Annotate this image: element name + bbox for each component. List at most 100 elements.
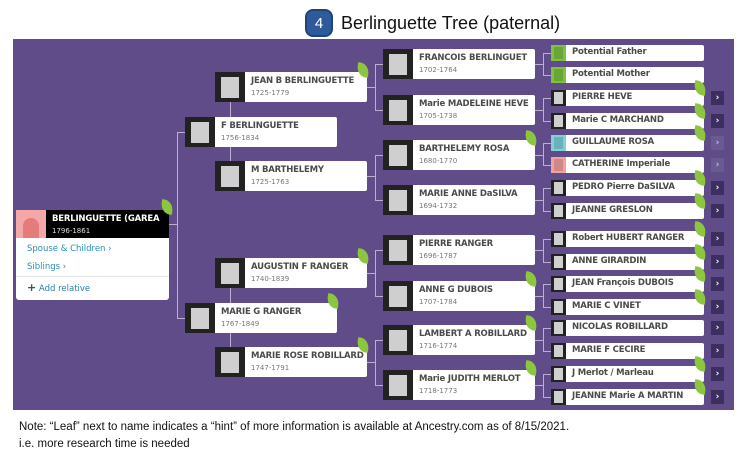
person-card[interactable]: MARIE C VINET — [551, 299, 704, 315]
connector-line — [177, 132, 185, 133]
add-relative-link[interactable]: + Add relative — [16, 276, 169, 298]
person-card[interactable]: Marie C MARCHAND — [551, 113, 704, 129]
connector-line — [543, 143, 551, 144]
connector-line — [230, 333, 231, 347]
person-name: MARIE G RANGER — [221, 307, 302, 317]
expand-arrow-button[interactable]: › — [711, 158, 724, 172]
expand-arrow-button[interactable]: › — [711, 277, 724, 291]
person-info: Robert HUBERT RANGER — [566, 231, 690, 247]
connector-line — [543, 374, 551, 375]
person-card[interactable]: JEANNE Marie A MARTIN — [551, 389, 704, 405]
person-photo-thumbnail — [551, 299, 566, 315]
person-photo-thumbnail — [215, 161, 245, 191]
person-photo-thumbnail — [551, 320, 566, 336]
person-card[interactable]: JEANNE GRESLON — [551, 203, 704, 219]
person-card[interactable]: MARIE G RANGER 1767-1849 — [185, 303, 337, 333]
person-name: Marie MADELEINE HEVE — [419, 99, 529, 109]
connector-line — [543, 98, 551, 99]
person-card[interactable]: Potential Father — [551, 45, 704, 61]
connector-line — [543, 239, 551, 240]
person-dates: 1716-1774 — [419, 342, 458, 350]
person-photo-thumbnail — [215, 258, 245, 288]
person-card[interactable]: CATHERINE Imperiale — [551, 157, 704, 173]
person-photo-thumbnail — [185, 117, 215, 147]
connector-line — [367, 362, 375, 363]
person-card[interactable]: ANNE GIRARDIN — [551, 254, 704, 270]
expand-arrow-button[interactable]: › — [711, 232, 724, 246]
person-dates: 1767-1849 — [221, 320, 260, 328]
person-card[interactable]: PIERRE HEVE — [551, 90, 704, 106]
spouse-children-link[interactable]: Spouse & Children › — [27, 244, 112, 254]
person-photo-thumbnail — [383, 49, 413, 79]
expand-arrow-button[interactable]: › — [711, 136, 724, 150]
person-name: JEAN B BERLINGUETTE — [251, 76, 355, 86]
footnote: Note: “Leaf” next to name indicates a “h… — [19, 419, 569, 453]
note-line-2: i.e. more research time is needed — [19, 438, 190, 450]
person-card[interactable]: JEAN François DUBOIS — [551, 276, 704, 292]
person-card[interactable]: J Merlot / Marleau — [551, 366, 704, 382]
person-dates: 1707-1784 — [419, 298, 458, 306]
person-card[interactable]: GUILLAUME ROSA — [551, 135, 704, 151]
expand-arrow-button[interactable]: › — [711, 204, 724, 218]
connector-line — [535, 200, 543, 201]
siblings-link[interactable]: Siblings › — [27, 262, 67, 272]
expand-arrow-button[interactable]: › — [711, 255, 724, 269]
connector-line — [543, 53, 551, 54]
person-dates: 1694-1732 — [419, 202, 458, 210]
person-card[interactable]: Potential Mother — [551, 67, 704, 83]
person-name: BARTHELEMY ROSA — [419, 144, 510, 154]
page-title: 4 Berlinguette Tree (paternal) — [305, 9, 560, 37]
person-name: PIERRE RANGER — [419, 239, 494, 249]
person-photo-thumbnail — [551, 45, 566, 61]
person-photo-thumbnail — [383, 140, 413, 170]
person-dates: 1718-1773 — [419, 387, 458, 395]
person-photo-thumbnail — [551, 231, 566, 247]
expand-arrow-button[interactable]: › — [711, 181, 724, 195]
person-card[interactable]: Robert HUBERT RANGER — [551, 231, 704, 247]
person-card[interactable]: MARIE F CECIRE — [551, 343, 704, 359]
person-info: PIERRE HEVE — [566, 90, 638, 106]
expand-arrow-button[interactable]: › — [711, 321, 724, 335]
person-name: AUGUSTIN F RANGER — [251, 262, 349, 272]
connector-line — [230, 288, 231, 304]
connector-line — [543, 328, 544, 352]
expand-arrow-button[interactable]: › — [711, 114, 724, 128]
note-line-1: Note: “Leaf” next to name indicates a “h… — [19, 421, 570, 433]
person-name: Potential Father — [572, 47, 647, 57]
add-relative-label: Add relative — [38, 284, 91, 294]
person-info: MARIE F CECIRE — [566, 343, 651, 359]
connector-line — [543, 165, 551, 166]
title-text: Berlinguette Tree (paternal) — [341, 12, 561, 33]
expand-arrow-button[interactable]: › — [711, 367, 724, 381]
root-person-card[interactable]: BERLINGUETTE (GAREA 1796-1861 Spouse & C… — [16, 199, 175, 300]
expand-arrow-button[interactable]: › — [711, 300, 724, 314]
expand-arrow-button[interactable]: › — [711, 344, 724, 358]
expand-arrow-button[interactable]: › — [711, 390, 724, 404]
connector-line — [543, 188, 551, 189]
person-dates: 1796-1861 — [52, 227, 91, 235]
person-card[interactable]: PEDRO Pierre DaSILVA — [551, 180, 704, 196]
person-name: FRANCOIS BERLINGUET — [419, 53, 527, 63]
connector-line — [535, 250, 543, 251]
expand-arrow-button[interactable]: › — [711, 91, 724, 105]
person-photo-thumbnail — [551, 276, 566, 292]
person-card[interactable]: NICOLAS ROBILLARD — [551, 320, 704, 336]
person-photo-thumbnail — [383, 95, 413, 125]
